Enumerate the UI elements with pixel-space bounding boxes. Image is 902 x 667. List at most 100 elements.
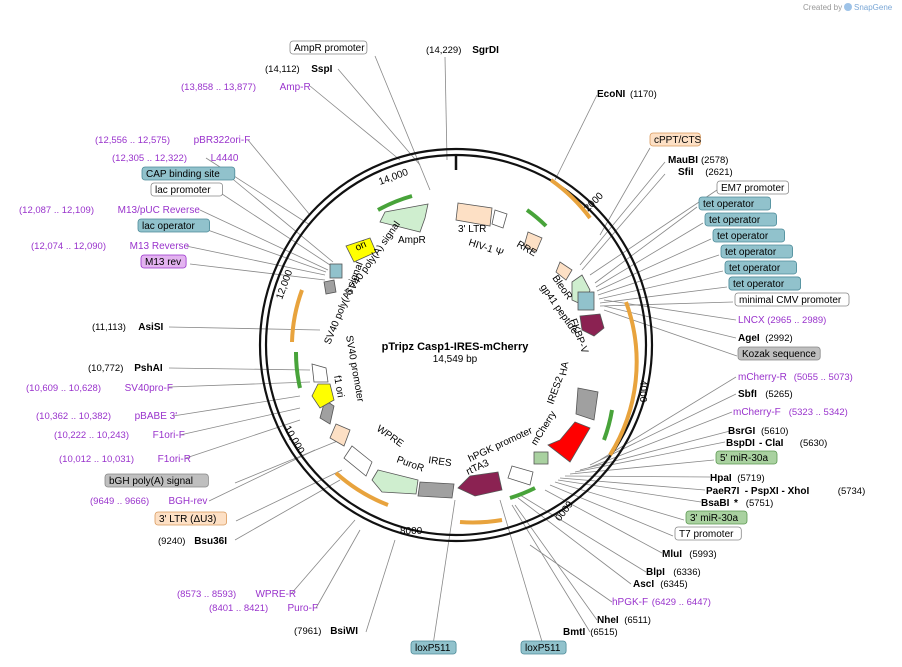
label-text-em7: EM7 promoter [721,183,785,194]
feature-label-wpre: WPRE [374,423,405,449]
arc-orange-4 [334,471,389,507]
arc-orange-1 [549,178,592,220]
label-text-t7: T7 promoter [679,529,734,540]
backbone-outer-strand [258,147,654,543]
label-tet7: tet operator [728,276,801,291]
enzyme-name-sspi: SspI [311,64,332,75]
leader-wpre-r [290,519,356,595]
label-text-tet2: tet operator [709,215,761,226]
label-lncx: LNCX(2965 .. 2989) [738,315,826,326]
label-amp-r: (13,858 .. 13,877) Amp-R [181,82,311,93]
label-box-tet7 [728,276,801,291]
feature-cppt-block [555,261,573,281]
label-text-ltr3du3: 3' LTR (ΔU3) [159,514,216,525]
leader-bsiwi [365,539,396,633]
leader-bsabi [557,479,702,503]
label-tet5: tet operator [724,260,797,275]
label-loxp511a: loxP511 [410,640,457,655]
leader-hpai [564,475,711,478]
leader-m13rev [189,263,326,281]
label-box-mir30a5 [715,450,778,465]
primer-name-mcherry-f: mCherry-F [733,407,781,418]
leader-loxp511b [499,499,544,646]
feature-rre [523,231,543,253]
enzyme-coord-sbfi: (5265) [765,389,792,400]
label-lacpro: lac promoter [150,182,223,197]
feature-ori-arrow [345,237,377,263]
leader-pbr322 [247,139,311,216]
leader-sgrdi [444,56,448,161]
feature-ampr-arrow [379,203,429,233]
primer-coord-m13puc: (12,087 .. 12,109) [19,205,94,216]
label-kozak: Kozak sequence [737,346,821,361]
label-tet4: tet operator [720,244,793,259]
label-text-lacpro: lac promoter [155,185,211,196]
leader-t7 [549,484,674,537]
enzyme-name-hpai: HpaI [710,473,732,484]
primer-name-amp-r: Amp-R [280,82,311,93]
leader-sv40pro-f [168,381,311,388]
leader-pbabe3 [172,395,301,417]
label-text-loxp511a: loxP511 [415,643,451,654]
feature-fkbp [579,313,605,337]
label-text-mincmv: minimal CMV promoter [739,295,842,306]
label-text-tet3: tet operator [717,231,769,242]
leader-nhei [514,504,598,621]
enzyme-coord-econi: (1170) [630,89,657,100]
leader-econi [554,94,598,181]
primer-coord-bgh-rev: (9649 .. 9666) [90,496,149,507]
enzyme-name-bmti: BmtI [563,627,585,638]
leader-hpgk-f [529,544,613,603]
feature-hiv-psi [491,209,508,229]
plasmid-backbone [258,147,654,543]
leader-mincmv [599,301,734,307]
enzyme-name-sbfi: SbfI [738,389,757,400]
label-bgh-rev: (9649 .. 9666)BGH-rev [90,496,207,507]
enzyme-name-maubi: MauBI [668,155,698,166]
feature-tet-operators [577,291,595,311]
label-cap: CAP binding site [141,166,236,181]
primer-coord-pbr322: (12,556 .. 12,575) [95,135,170,146]
label-ltr3du3: 3' LTR (ΔU3) [154,511,227,526]
label-box-bghpa [104,473,209,488]
label-box-lacpro [150,182,223,197]
label-hpgk-f: hPGK-F(6429 .. 6447) [612,597,711,608]
label-hpai: HpaI (5719) [710,473,765,484]
label-box-m13rev [140,254,187,269]
label-box-cppt [649,132,701,147]
enzyme-coord-hpai: (5719) [737,473,764,484]
feature-puror [371,469,419,495]
tick-label-6000: 6000 [552,498,575,523]
leader-bmti [511,504,591,633]
enzyme-coord-sgrdi: (14,229) [426,45,461,56]
label-box-loxp511b [520,640,567,655]
leader-sfii [581,173,666,271]
label-box-ltr3du3 [154,511,227,526]
label-box-t7 [674,526,742,541]
label-bsrgi: BsrGI(5610) [728,426,788,437]
enzyme-name-asci: AscI [633,579,654,590]
primer-coord-amp-r: (13,858 .. 13,877) [181,82,256,93]
label-lacop: lac operator [137,218,210,233]
leader-sbfi [589,393,737,466]
primer-coord-l4440: (12,305 .. 12,322) [112,153,187,164]
arc-green-3 [602,409,614,441]
enzyme-coord-asci: (6345) [660,579,687,590]
label-asci: AscI (6345) [633,579,688,590]
enzyme-coord-pshai: (10,772) [88,363,123,374]
label-tet2: tet operator [704,212,777,227]
primer-coord-m13reverse: (12,074 .. 12,090) [31,241,106,252]
label-l4440: (12,305 .. 12,322)L4440 [112,153,239,164]
tick-label-8000: 8000 [400,526,423,537]
leader-paer7i [559,477,706,491]
feature-label-ori: ori [354,239,369,254]
created-by-text: Created by [803,3,842,12]
label-f1ori-f: (10,222 .. 10,243)F1ori-F [54,430,185,441]
enzyme-coord-bsiwi: (7961) [294,626,321,637]
label-bghpa: bGH poly(A) signal [104,473,209,488]
feature-sv40promoter [311,363,329,383]
enzyme-extra-bsabi: * [734,498,738,509]
label-box-tet3 [712,228,785,243]
label-mir30a3: 3' miR-30a [685,510,748,525]
leader-ampr-promoter [374,55,431,191]
